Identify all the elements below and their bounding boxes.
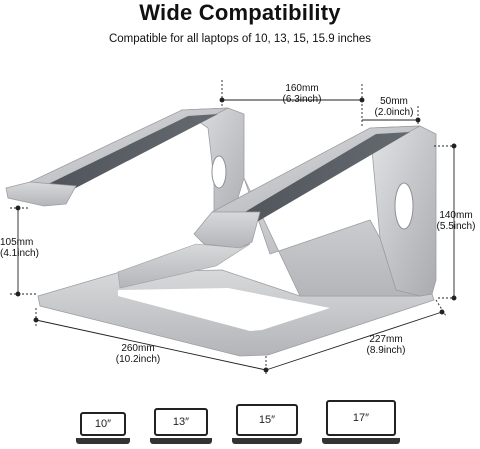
front-rubber-pad: [228, 132, 410, 226]
stand-front-arm: [243, 125, 437, 297]
laptop-icon-15: 15″: [232, 404, 302, 444]
laptop-icon-10: 10″: [76, 412, 130, 444]
rear-rubber-pad: [40, 114, 218, 192]
dimension-height-front-mm: 105mm: [0, 237, 34, 248]
dimension-length-mm: 260mm: [121, 343, 155, 354]
dimension-lines: [10, 80, 458, 376]
laptop-size-label: 13″: [172, 416, 190, 428]
page-subtitle: Compatible for all laptops of 10, 13, 15…: [108, 33, 372, 45]
dimension-depth-mm: 227mm: [369, 334, 403, 345]
stand-front-top: [117, 125, 421, 289]
dimension-pad-width-mm: 50mm: [380, 96, 408, 107]
dimension-height-back-mm: 140mm: [439, 210, 473, 221]
dimension-length-inch: (10.2inch): [115, 354, 161, 365]
rear-front-lip: [5, 181, 77, 207]
stand-rear-top: [5, 107, 229, 207]
dimension-top-width-inch: (6.3inch): [282, 94, 322, 105]
laptop-size-label: 17″: [352, 412, 370, 424]
dimension-pad-width: 50mm (2.0inch): [364, 96, 424, 118]
dimension-height-front-inch: (4.1inch): [0, 248, 39, 259]
dimension-height-back-inch: (5.5inch): [436, 221, 476, 232]
dimension-pad-width-inch: (2.0inch): [374, 107, 414, 118]
page-title: Wide Compatibility: [139, 0, 341, 25]
dimension-top-width-mm: 160mm: [285, 83, 319, 94]
dimension-height-front: 105mm (4.1inch): [0, 237, 50, 259]
dimension-length: 260mm (10.2inch): [108, 343, 168, 365]
dimension-depth: 227mm (8.9inch): [356, 334, 416, 356]
dimension-height-back: 140mm (5.5inch): [432, 210, 480, 232]
laptop-icon-13: 13″: [150, 408, 212, 444]
front-lip: [193, 211, 261, 249]
laptop-icon-17: 17″: [322, 400, 400, 444]
dimension-top-width: 160mm (6.3inch): [262, 83, 342, 105]
laptop-size-label: 15″: [258, 414, 276, 426]
laptop-size-label: 10″: [94, 418, 112, 430]
dimension-depth-inch: (8.9inch): [366, 345, 406, 356]
